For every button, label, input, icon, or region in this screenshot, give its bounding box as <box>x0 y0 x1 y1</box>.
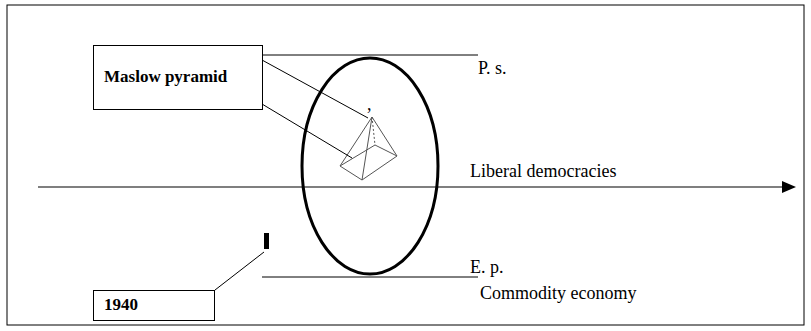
arrow-head <box>782 181 796 193</box>
leader-line <box>262 104 352 158</box>
callout-box: 1940 <box>93 290 215 321</box>
level-line <box>262 55 478 56</box>
level-line <box>262 277 478 278</box>
ellipse <box>302 58 438 274</box>
text-label: Liberal democracies <box>470 162 616 182</box>
text-label: E. p. <box>470 258 504 278</box>
year-marker <box>264 233 269 249</box>
text-label: , <box>367 95 372 115</box>
callout-text: 1940 <box>94 294 214 317</box>
leader-line <box>262 60 368 118</box>
axis-arrow <box>38 186 788 187</box>
leader-line <box>215 252 264 290</box>
pyramid-symbol <box>340 117 397 180</box>
frame <box>7 5 804 325</box>
text-label: P. s. <box>478 59 507 79</box>
callout-box: Maslow pyramid <box>93 45 263 110</box>
text-label: Commodity economy <box>480 284 637 304</box>
callout-text: Maslow pyramid <box>94 66 262 89</box>
